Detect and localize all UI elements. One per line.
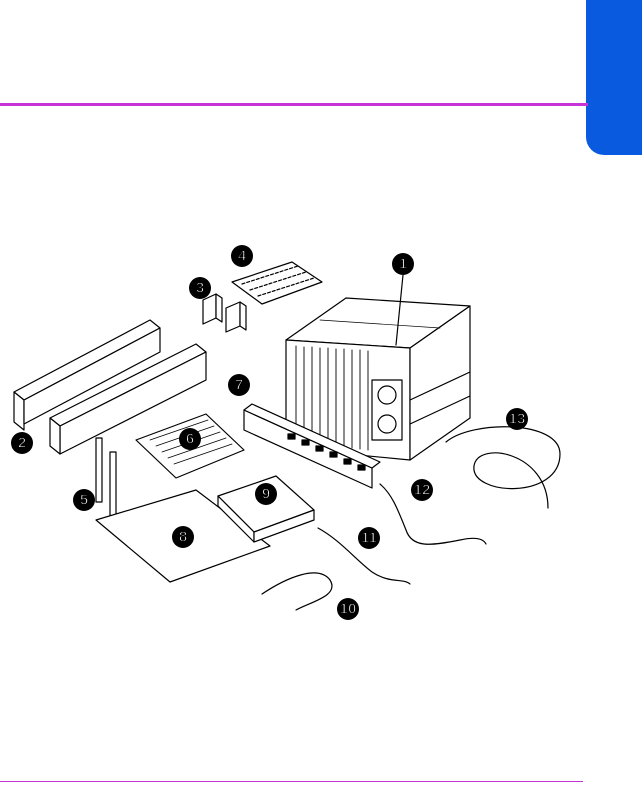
callout-11: 11 — [358, 527, 380, 549]
callout-number: 3 — [196, 280, 204, 297]
callout-10: 10 — [337, 598, 359, 620]
callout-number: 5 — [80, 492, 88, 509]
callout-12: 12 — [411, 479, 433, 501]
bracket-kit-illustration — [203, 294, 246, 332]
strip-bracket-illustration — [96, 438, 116, 516]
callout-number: 11 — [361, 530, 377, 547]
callout-2: 2 — [11, 432, 33, 454]
callout-6: 6 — [179, 428, 201, 450]
callout-number: 1 — [399, 256, 407, 273]
callout-number: 13 — [509, 411, 526, 428]
callout-5: 5 — [73, 489, 95, 511]
callout-number: 12 — [414, 482, 431, 499]
callout-7: 7 — [228, 374, 250, 396]
callout-9: 9 — [255, 483, 277, 505]
callout-8: 8 — [172, 526, 194, 548]
callout-13: 13 — [506, 408, 528, 430]
callout-number: 9 — [262, 486, 270, 503]
callout-3: 3 — [189, 277, 211, 299]
callout-4: 4 — [231, 245, 253, 267]
callout-number: 7 — [235, 377, 243, 394]
callout-number: 8 — [179, 529, 187, 546]
callout-number: 6 — [186, 431, 194, 448]
connector-card-illustration — [232, 262, 322, 304]
callout-number: 4 — [238, 248, 247, 265]
footer-rule — [0, 781, 583, 782]
callout-number: 10 — [340, 601, 357, 618]
callout-number: 2 — [18, 435, 26, 452]
